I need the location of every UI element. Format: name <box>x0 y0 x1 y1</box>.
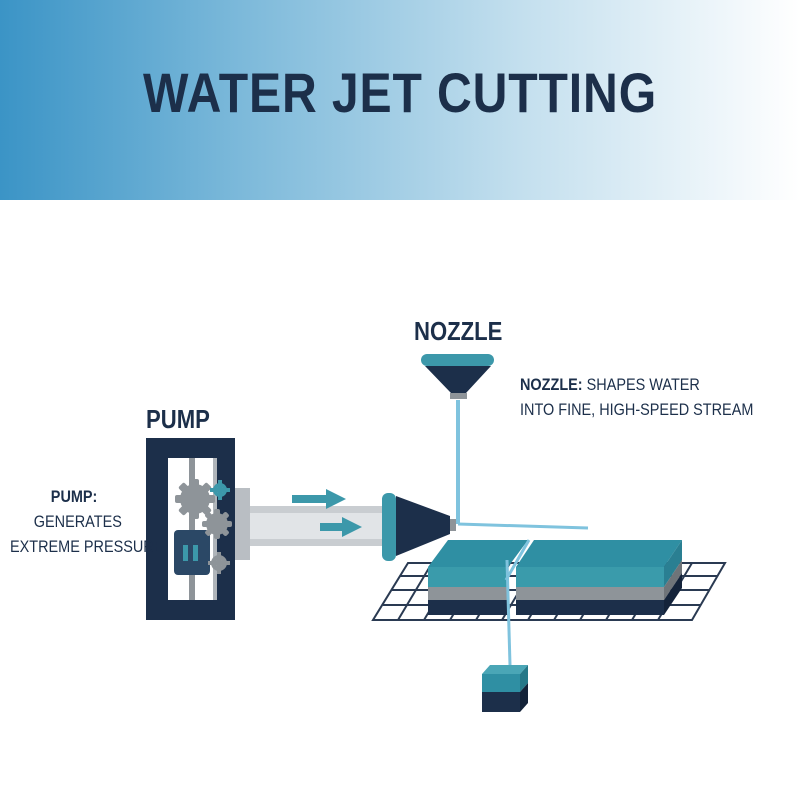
gear-icon <box>202 509 232 539</box>
page-title: WATER JET CUTTING <box>142 61 658 124</box>
pump-heading: PUMP <box>146 404 210 434</box>
nozzle-description-line1: SHAPES WATER <box>586 375 700 394</box>
top-nozzle <box>421 354 494 399</box>
nozzle-description-line2: INTO FINE, HIGH-SPEED STREAM <box>520 400 754 419</box>
nozzle-description-title: NOZZLE: <box>520 375 583 394</box>
gear-icon <box>175 479 215 519</box>
pump-description-title: PUMP: <box>50 487 98 506</box>
workpiece-left <box>428 540 528 615</box>
pump-description-line2: EXTREME PRESSURE <box>10 537 164 556</box>
nozzle-description: NOZZLE: SHAPES WATER INTO FINE, HIGH-SPE… <box>520 372 753 422</box>
pump-description: PUMP: GENERATES EXTREME PRESSURE <box>10 484 163 559</box>
water-stream <box>456 400 589 666</box>
nozzle-heading: NOZZLE <box>414 316 503 346</box>
side-nozzle <box>382 493 456 561</box>
header-banner: WATER JET CUTTING <box>0 0 800 200</box>
flow-arrow <box>292 489 346 509</box>
gear-icon <box>210 480 230 500</box>
pump-description-line1: GENERATES <box>33 512 122 531</box>
flow-arrow <box>320 517 362 537</box>
workpiece-right <box>516 540 682 615</box>
catch-cube <box>482 665 528 712</box>
gear-icon <box>208 552 230 574</box>
